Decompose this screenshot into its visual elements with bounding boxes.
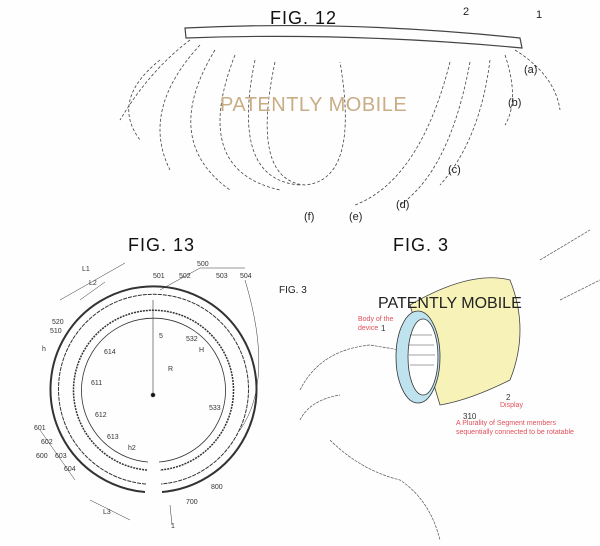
watermark-fig12: PATENTLY MOBILE <box>220 94 408 116</box>
label-H: H <box>199 347 205 354</box>
label-533: 533 <box>209 405 221 412</box>
watermark-fig3: PATENTLY MOBILE <box>378 295 522 312</box>
label-h: h <box>42 346 46 353</box>
label-a: (a) <box>524 64 538 76</box>
label-800: 800 <box>211 484 223 491</box>
label-613: 613 <box>107 434 119 441</box>
label-612: 612 <box>95 412 107 419</box>
label-532: 532 <box>186 336 198 343</box>
label-700: 700 <box>186 499 198 506</box>
fig13-drawing <box>39 262 260 526</box>
body-label-line1: Body of the <box>358 316 394 323</box>
segment-number: 310 <box>463 412 477 421</box>
label-614: 614 <box>104 349 116 356</box>
label-L3: L3 <box>103 509 111 516</box>
label-603: 603 <box>55 453 67 460</box>
label-502: 502 <box>179 273 191 280</box>
label-e: (e) <box>349 211 363 223</box>
label-504: 504 <box>240 273 252 280</box>
label-604: 604 <box>64 466 76 473</box>
fig3-title: FIG. 3 <box>393 235 450 255</box>
label-510: 510 <box>50 328 62 335</box>
label-f: (f) <box>304 211 315 223</box>
segment-label-line1: A Plurality of Segment members <box>456 420 556 427</box>
label-L1: L1 <box>82 266 90 273</box>
label-b: (b) <box>508 97 522 109</box>
label-500: 500 <box>197 261 209 268</box>
label-c: (c) <box>448 164 461 176</box>
flat-band <box>184 24 523 49</box>
label-611: 611 <box>91 380 103 387</box>
fig3-drawing <box>299 229 600 541</box>
label-503: 503 <box>216 273 228 280</box>
label-1: 1 <box>536 9 543 21</box>
label-601: 601 <box>34 425 46 432</box>
label-d: (d) <box>396 199 410 211</box>
body-label-line2: device <box>358 325 379 332</box>
label-5: 5 <box>159 333 163 340</box>
fig3-small-caption: FIG. 3 <box>279 285 307 296</box>
label-520: 520 <box>52 319 64 326</box>
label-R: R <box>168 366 174 373</box>
fig12-drawing <box>119 24 561 206</box>
label-600: 600 <box>36 453 48 460</box>
segment-label-line2: sequentially connected to be rotatable <box>456 429 574 436</box>
label-1-fig13: 1 <box>171 523 175 530</box>
label-L2: L2 <box>89 280 97 287</box>
body-number: 1 <box>381 324 386 333</box>
label-501: 501 <box>153 273 165 280</box>
label-602: 602 <box>41 439 53 446</box>
fig13-title: FIG. 13 <box>128 235 196 255</box>
fig12-title: FIG. 12 <box>270 8 338 28</box>
display-number: 2 <box>506 393 511 402</box>
label-h2: h2 <box>128 445 136 452</box>
display-label: Display <box>500 402 523 409</box>
hand-outline <box>299 229 600 541</box>
label-2: 2 <box>463 6 470 18</box>
